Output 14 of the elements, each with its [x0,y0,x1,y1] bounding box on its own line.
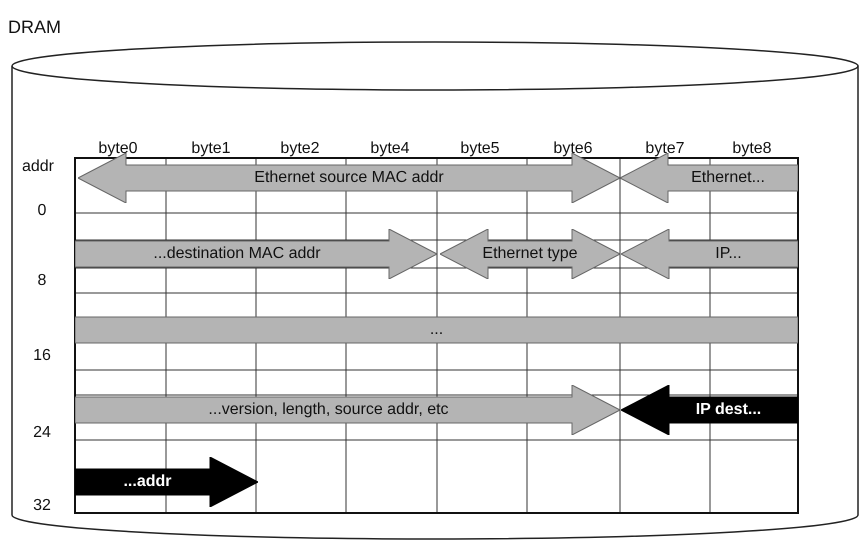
right-headed-field-band: ...addr [75,457,258,507]
left-headed-field-band: IP dest... [621,385,798,435]
right-headed-field-band: ...destination MAC addr [75,229,437,279]
row-label: 16 [33,347,51,365]
right-headed-field-band: ...version, length, source addr, etc [75,385,620,435]
axis-title: addr [22,158,54,176]
double-headed-field-band: Ethernet type [440,229,620,279]
row-label: 8 [38,272,46,290]
cylinder-title: DRAM [8,18,61,36]
row-label: 0 [38,202,46,220]
left-headed-field-band: IP... [621,229,798,279]
row-label: 24 [33,424,51,442]
field-band: ... [75,316,798,344]
row-label: 32 [33,497,51,515]
